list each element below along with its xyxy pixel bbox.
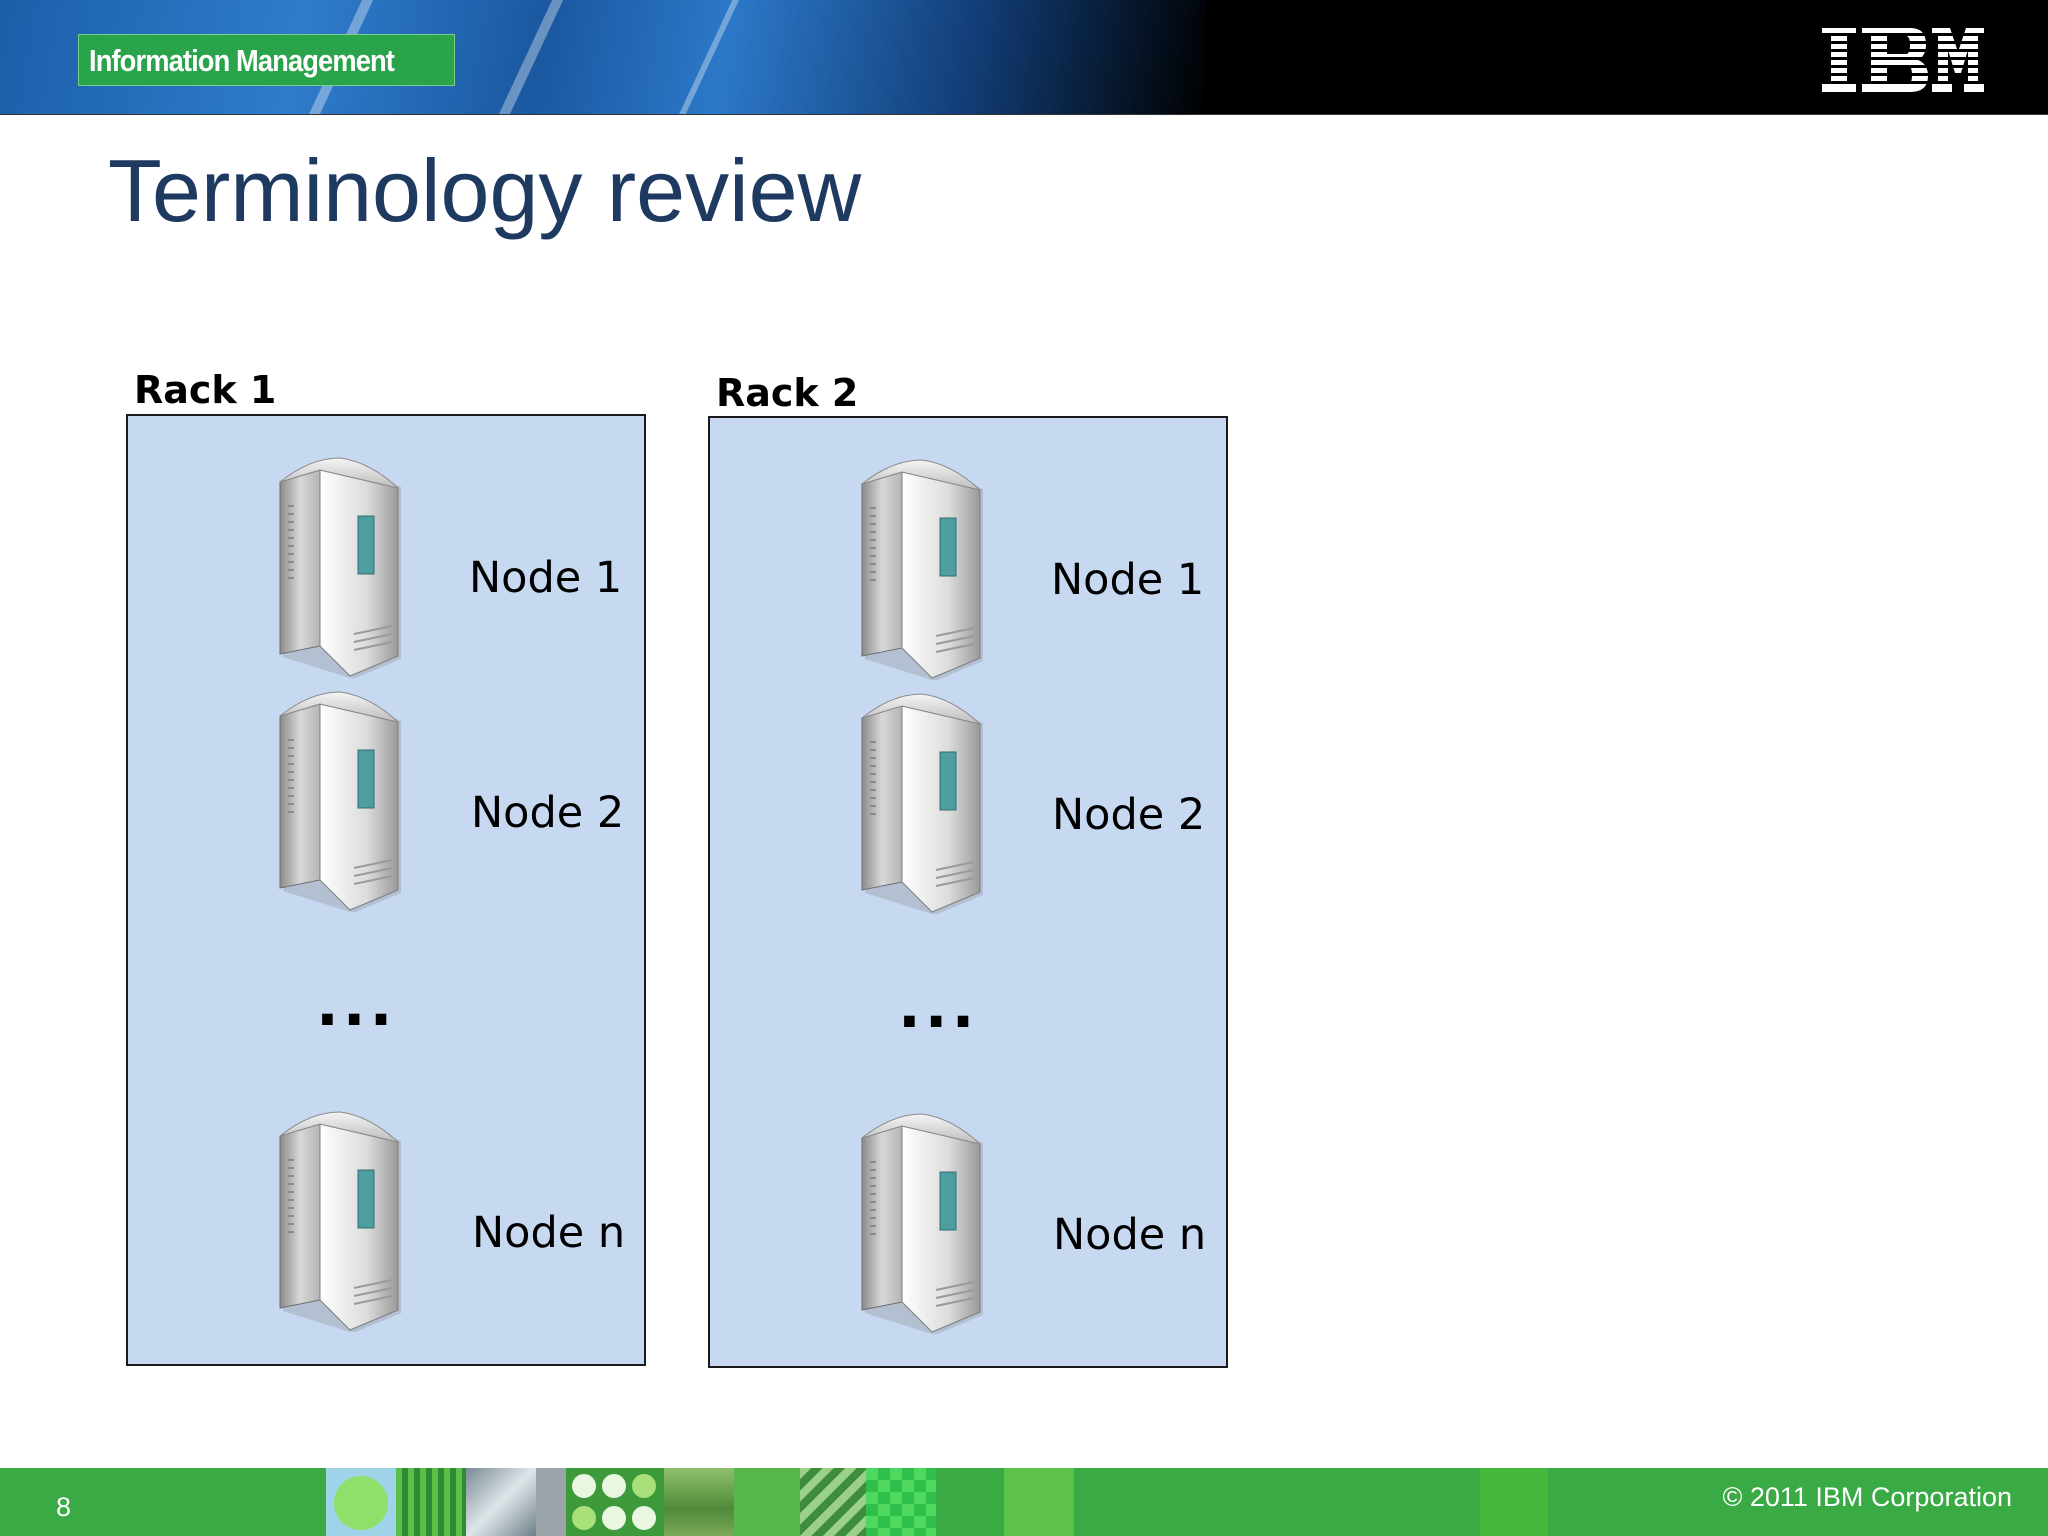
badge-label: Information Management xyxy=(89,43,395,78)
rack-1-node-n-label: Node n xyxy=(472,1208,626,1258)
rack-2-node-n-label: Node n xyxy=(1053,1210,1207,1260)
footer-tile xyxy=(466,1468,536,1536)
footer-tile xyxy=(734,1468,800,1536)
rack-1-label: Rack 1 xyxy=(134,368,277,412)
rack-1-node-1-label: Node 1 xyxy=(469,553,623,603)
footer-tile xyxy=(396,1468,466,1536)
footer-tile xyxy=(1480,1468,1548,1536)
ibm-logo xyxy=(1822,28,1984,92)
server-tower-icon xyxy=(852,1112,992,1334)
information-management-badge: Information Management xyxy=(78,34,455,86)
footer-tile xyxy=(664,1468,734,1536)
footer-tile xyxy=(800,1468,866,1536)
server-tower-icon xyxy=(270,1110,410,1332)
page-number: 8 xyxy=(56,1492,72,1522)
slide-title: Terminology review xyxy=(108,141,862,240)
rack-1-ellipsis: ... xyxy=(316,970,397,1040)
rack-2-node-2-label: Node 2 xyxy=(1052,790,1206,840)
footer-tile xyxy=(1004,1468,1074,1536)
header-banner: Information Management xyxy=(0,0,2048,115)
footer-tile xyxy=(326,1468,396,1536)
footer-tile xyxy=(536,1468,566,1536)
footer-tile xyxy=(866,1468,936,1536)
server-tower-icon xyxy=(852,458,992,680)
copyright-notice: © 2011 IBM Corporation xyxy=(1722,1482,2012,1512)
rack-2-node-1-label: Node 1 xyxy=(1051,555,1205,605)
header-divider xyxy=(0,114,2048,115)
footer-tile xyxy=(566,1468,664,1536)
rack-1-node-2-label: Node 2 xyxy=(471,788,625,838)
rack-2-label: Rack 2 xyxy=(716,371,859,415)
server-tower-icon xyxy=(852,692,992,914)
server-tower-icon xyxy=(270,456,410,678)
footer-bar: 8 © 2011 IBM Corporation xyxy=(0,1468,2048,1536)
rack-2-ellipsis: ... xyxy=(898,972,979,1042)
server-tower-icon xyxy=(270,690,410,912)
